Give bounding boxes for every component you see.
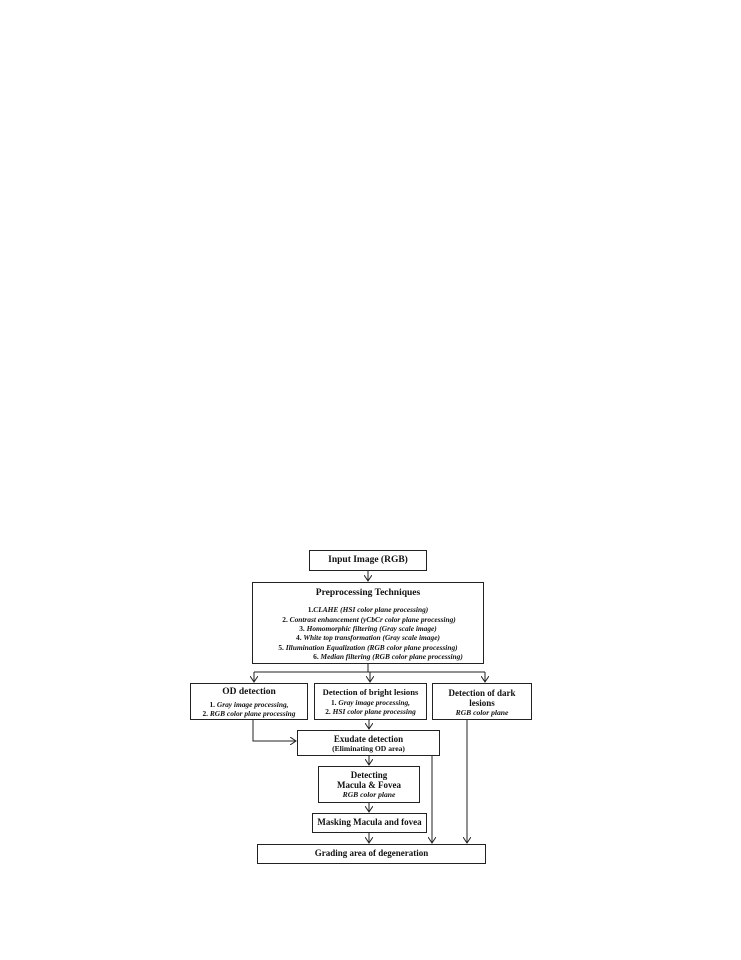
dark-lesions-note: RGB color plane xyxy=(455,708,509,717)
od-detection-item: 1. Gray image processing, xyxy=(209,700,289,710)
bright-lesions-item: 2. HSI color plane processing xyxy=(325,707,416,717)
bright-lesions-item: 1. Gray image processing, xyxy=(330,698,411,708)
preprocessing-item: 6. Median filtering (RGB color plane pro… xyxy=(313,651,463,661)
macula-fovea-box: Detecting Macula & Fovea RGB color plane xyxy=(318,766,420,803)
grading-box: Grading area of degeneration xyxy=(257,844,486,864)
arrow-od-to-exudate xyxy=(252,720,296,741)
masking-title: Masking Macula and fovea xyxy=(317,817,422,827)
preprocessing-item: 1.CLAHE (HSI color plane processing) xyxy=(307,605,429,615)
dark-lesions-title-line2: lesions xyxy=(469,698,495,708)
preprocessing-item: 5. Illumination Equalization (RGB color … xyxy=(278,642,458,652)
macula-title-line1: Detecting xyxy=(350,770,388,780)
masking-box: Masking Macula and fovea xyxy=(312,813,427,833)
od-detection-box: OD detection 1. Gray image processing, 2… xyxy=(190,683,308,720)
exudate-detection-box: Exudate detection (Eliminating OD area) xyxy=(297,730,440,756)
bright-lesions-title: Detection of bright lesions xyxy=(322,687,419,697)
macula-note: RGB color plane xyxy=(342,790,396,799)
exudate-detection-note: (Eliminating OD area) xyxy=(332,744,405,753)
macula-title-line2: Macula & Fovea xyxy=(337,780,401,790)
preprocessing-item: 4. White top transformation (Gray scale … xyxy=(296,633,440,643)
bright-lesions-box: Detection of bright lesions 1. Gray imag… xyxy=(314,683,427,720)
od-detection-item: 2. RGB color plane processing xyxy=(202,709,296,719)
preprocessing-title: Preprocessing Techniques xyxy=(315,588,421,598)
preprocessing-box: Preprocessing Techniques 1.CLAHE (HSI co… xyxy=(252,582,484,664)
dark-lesions-box: Detection of dark lesions RGB color plan… xyxy=(432,683,532,720)
preprocessing-item: 3. Homomorphic filtering (Gray scale ima… xyxy=(299,623,437,633)
grading-title: Grading area of degeneration xyxy=(314,848,429,858)
preprocessing-item: 2. Contrast enhancement (yCbCr color pla… xyxy=(282,614,456,624)
input-image-title: Input Image (RGB) xyxy=(328,555,408,565)
dark-lesions-title-line1: Detection of dark xyxy=(448,688,516,698)
input-image-box: Input Image (RGB) xyxy=(309,550,427,571)
exudate-detection-title: Exudate detection xyxy=(333,734,404,744)
od-detection-title: OD detection xyxy=(222,687,276,697)
